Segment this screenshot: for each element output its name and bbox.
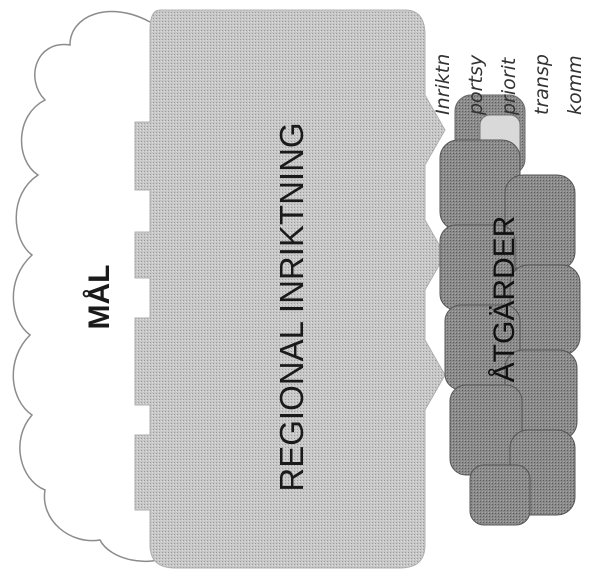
description-note: Inriktn portsy priorit transp komm xyxy=(428,0,593,120)
regional-direction-block xyxy=(134,9,446,569)
note-line: komm xyxy=(564,55,586,115)
note-line: priorit xyxy=(498,57,520,115)
regional-direction-label: REGIONAL INRIKTNING xyxy=(273,122,310,492)
measures-cluster xyxy=(439,94,581,526)
measure-shape xyxy=(469,464,531,526)
goal-cloud xyxy=(12,10,171,563)
measures-label: ÅTGÄRDER xyxy=(488,215,521,383)
goal-label: MÅL xyxy=(83,264,116,330)
note-line: transp xyxy=(531,54,553,115)
note-line: portsy xyxy=(465,54,487,115)
note-line: Inriktn xyxy=(432,53,454,115)
